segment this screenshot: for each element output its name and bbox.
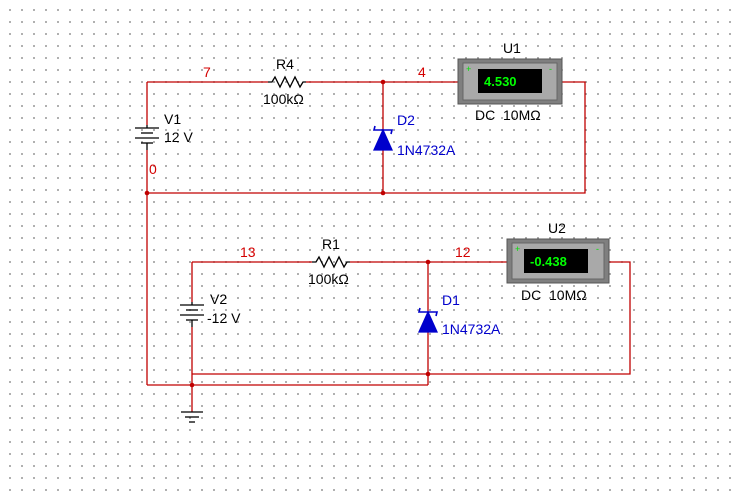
wire-net-12[interactable] [350,261,507,312]
voltmeter-u2-reading: -0.438 [530,254,567,269]
wire-net-7[interactable] [146,81,268,125]
net-label-7: 7 [203,64,211,80]
voltmeter-u2-name: U2 [548,220,566,236]
zener-diode-d2[interactable]: D2 1N4732A [372,112,456,158]
voltmeter-u1-plus-terminal[interactable]: + [466,64,471,74]
zener-diode-d2-part: 1N4732A [397,142,456,158]
resistor-r1-value: 100kΩ [308,271,349,287]
ground-icon[interactable] [181,411,203,423]
junction-dot [425,259,431,265]
net-label-0: 0 [149,161,157,177]
battery-v1-value: 12 V [164,129,193,145]
zener-diode-d2-name: D2 [397,112,415,128]
battery-v2[interactable]: V2 -12 V [180,291,241,327]
resistor-r4-zigzag [268,75,306,89]
wire-net-0-upper[interactable] [146,81,586,385]
voltmeter-u2-plus-terminal[interactable]: + [515,244,520,254]
voltmeter-u1-name: U1 [503,40,521,56]
battery-v2-value: -12 V [207,310,241,326]
wire-net-0-lower[interactable] [147,261,631,412]
net-label-13: 13 [240,244,256,260]
voltmeter-u1-display [478,69,542,93]
voltmeter-u2[interactable]: U2 -0.438 + - DC 10MΩ [506,220,610,303]
junction-dot [144,190,150,196]
zener-diode-d1-triangle [417,310,439,333]
resistor-r4-value: 100kΩ [263,91,304,107]
wire-net-4[interactable] [306,81,458,130]
voltmeter-u1-mode: DC 10MΩ [475,107,541,123]
junction-dot [380,190,386,196]
voltmeter-u2-display [524,249,588,273]
junctions [144,79,431,388]
net-label-12: 12 [455,244,471,260]
upper-circuit-wires [146,81,586,385]
resistor-r4[interactable]: R4 100kΩ [263,56,306,107]
battery-v1[interactable]: V1 12 V [135,111,193,150]
zener-diode-d1[interactable]: D1 1N4732A [417,292,501,337]
resistor-r4-name: R4 [276,56,294,72]
zener-diode-d1-part: 1N4732A [442,321,501,337]
zener-diode-d2-triangle [372,128,394,151]
net-label-4: 4 [418,64,426,80]
resistor-r1[interactable]: R1 100kΩ [308,236,350,287]
voltmeter-u2-mode: DC 10MΩ [521,287,587,303]
junction-dot [189,382,195,388]
wire-net-13[interactable] [191,261,312,302]
lower-circuit-wires [147,261,631,412]
junction-dot [425,371,431,377]
voltmeter-u1-reading: 4.530 [484,74,517,89]
resistor-r1-name: R1 [322,236,340,252]
zener-diode-d1-name: D1 [442,292,460,308]
battery-v2-name: V2 [210,291,227,307]
battery-v1-name: V1 [164,111,181,127]
voltmeter-u1-minus-terminal[interactable]: - [549,64,552,74]
voltmeter-u2-minus-terminal[interactable]: - [596,244,599,254]
junction-dot [380,79,386,85]
voltmeter-u1[interactable]: U1 4.530 + - DC 10MΩ [457,40,563,123]
resistor-r1-zigzag [312,255,350,269]
